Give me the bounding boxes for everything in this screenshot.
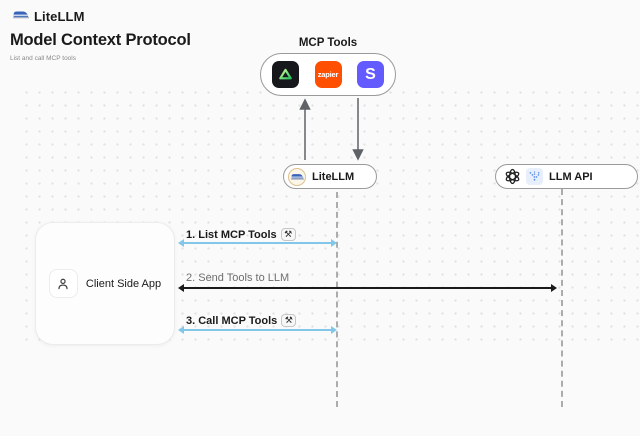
page-subtitle: List and call MCP tools	[10, 55, 76, 62]
mcp-tools-pill: zapier S	[260, 53, 396, 96]
brand: LiteLLM	[13, 7, 85, 25]
litellm-node: LiteLLM	[283, 164, 377, 189]
openai-logo-icon	[504, 168, 521, 185]
step-2-arrow	[178, 284, 557, 292]
litellm-train-logo-icon	[13, 7, 29, 25]
litellm-node-label: LiteLLM	[312, 170, 355, 183]
mcp-litellm-arrows	[299, 98, 364, 161]
arrowhead-right-icon	[551, 284, 557, 292]
client-side-app-label: Client Side App	[85, 277, 162, 290]
step-1-arrow	[178, 239, 337, 247]
step-2-label: 2. Send Tools to LLM	[186, 272, 290, 284]
step-2-label-row: 2. Send Tools to LLM	[186, 272, 289, 284]
litellm-lifeline	[336, 192, 338, 407]
mcp-tools-label: MCP Tools	[298, 37, 358, 49]
zapier-wordmark: zapier	[317, 70, 339, 79]
arrowhead-left-icon	[178, 326, 184, 334]
llm-api-node: LLM API	[495, 164, 638, 189]
triangle-tool-icon	[272, 61, 299, 88]
stripe-icon: S	[357, 61, 384, 88]
step-1-label-row: 1. List MCP Tools ⚒	[186, 228, 296, 241]
litellm-node-logo-icon	[288, 167, 306, 186]
step-1-label: 1. List MCP Tools	[186, 228, 277, 241]
step-3-label-row: 3. Call MCP Tools ⚒	[186, 314, 297, 327]
llm-api-node-label: LLM API	[549, 170, 593, 183]
brand-name: LiteLLM	[34, 8, 85, 24]
person-icon	[48, 269, 78, 298]
llm-provider-icon	[526, 168, 543, 185]
arrowhead-right-icon	[331, 326, 337, 334]
llm-api-lifeline	[561, 189, 563, 407]
tools-icon: ⚒	[281, 314, 297, 327]
tools-icon: ⚒	[280, 228, 296, 241]
page-title: Model Context Protocol	[10, 31, 191, 49]
stripe-letter: S	[365, 65, 376, 83]
arrowhead-left-icon	[178, 284, 184, 292]
step-3-arrow	[178, 326, 337, 334]
step-3-label: 3. Call MCP Tools	[186, 314, 278, 327]
client-side-app-node: Client Side App	[35, 222, 175, 345]
arrowhead-right-icon	[331, 239, 337, 247]
arrowhead-left-icon	[178, 239, 184, 247]
zapier-icon: zapier	[314, 61, 342, 88]
